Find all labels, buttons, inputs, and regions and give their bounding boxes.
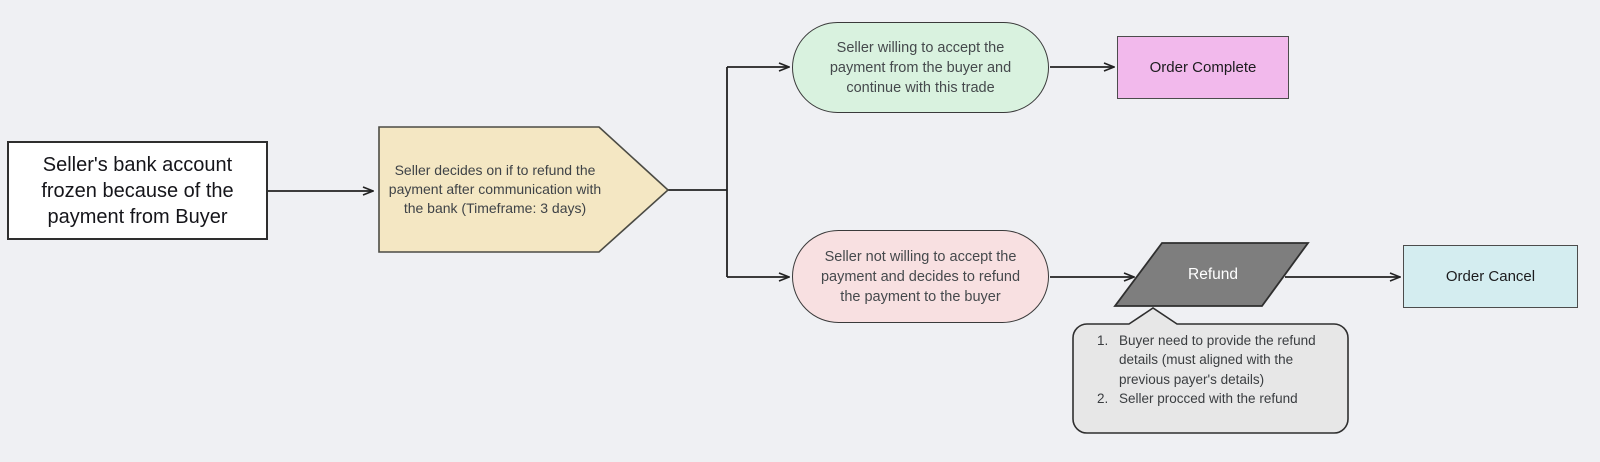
node-order-cancel-label: Order Cancel (1445, 268, 1536, 285)
refund-shape (1113, 242, 1310, 307)
note-item-number: 2. (1097, 391, 1109, 407)
node-start: Seller's bank account frozen because of … (7, 141, 268, 240)
node-reject: Seller not willing to accept the payment… (792, 230, 1049, 323)
node-reject-label: Seller not willing to accept the payment… (820, 248, 1021, 305)
node-refund-label: Refund (1188, 265, 1238, 283)
decision-shape (378, 126, 670, 253)
node-order-complete-label: Order Complete (1149, 59, 1257, 76)
note-item: 2. Seller procced with the refund (1097, 389, 1339, 408)
note-item-number: 1. (1097, 333, 1109, 348)
connector-decision-branch (668, 67, 728, 277)
node-decision-label: Seller decides on if to refund the payme… (388, 161, 602, 217)
node-accept-label: Seller willing to accept the payment fro… (829, 39, 1012, 96)
node-refund: Refund (1140, 243, 1286, 306)
node-decision: Seller decides on if to refund the payme… (381, 127, 609, 252)
node-order-complete: Order Complete (1117, 36, 1289, 99)
note-callout-shape (1072, 307, 1349, 434)
note-item: 1. Buyer need to provide the refund deta… (1097, 331, 1339, 389)
note-callout: 1. Buyer need to provide the refund deta… (1097, 331, 1339, 409)
node-accept: Seller willing to accept the payment fro… (792, 22, 1049, 113)
note-item-text: Buyer need to provide the refund details… (1119, 333, 1316, 387)
note-item-text: Seller procced with the refund (1119, 391, 1298, 407)
node-order-cancel: Order Cancel (1403, 245, 1578, 308)
node-start-label: Seller's bank account frozen because of … (41, 153, 234, 228)
